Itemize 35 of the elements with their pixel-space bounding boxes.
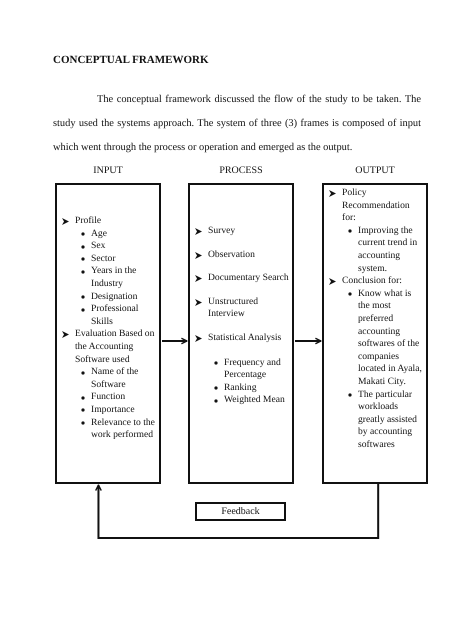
box-label: Feedback <box>221 506 260 517</box>
list-item: Conclusion for: <box>342 275 403 288</box>
list-item: Function <box>91 391 126 404</box>
list-item: Improving the current trend in accounting system. <box>358 224 418 276</box>
list-item: Years in the Industry <box>91 265 138 291</box>
list-item: The particular workloads greatly assisted by accounting softwares <box>358 388 418 452</box>
list-item: Weighted Mean <box>224 394 286 407</box>
list-item: Profile <box>75 215 102 228</box>
list-item: Relevance to the work performed <box>91 416 156 442</box>
list-item: Observation <box>208 248 256 262</box>
list-item: Sex <box>91 240 106 253</box>
list-item: Survey <box>208 225 236 238</box>
list-item: Professional Skills <box>91 303 140 328</box>
list-item: Documentary Search <box>208 272 290 285</box>
list-item: Unstructured Interview <box>208 296 260 321</box>
arrow <box>162 338 188 344</box>
column-heading: INPUT <box>92 165 124 177</box>
list-item: Frequency and Percentage <box>224 356 282 382</box>
list-item: Sector <box>91 252 117 266</box>
feedback-box <box>195 502 286 521</box>
list-item: Evaluation Based on the Accounting Software used <box>75 328 156 366</box>
column-heading: PROCESS <box>218 165 264 177</box>
heading: CONCEPTUAL FRAMEWORK <box>53 54 209 66</box>
list-item: Importance <box>91 404 136 416</box>
list-item: Policy Recommendation for: <box>342 187 411 225</box>
list-item: Statistical Analysis <box>208 332 282 345</box>
paragraph: The conceptual framework discussed the flow of the study to be taken. The study used the systems approach. The system of three (3) frames is composed of input which went through the process or operation and emerged as the output. <box>53 93 421 155</box>
list-item: Designation <box>91 290 138 304</box>
list-item: Know what is the most preferred accounting softwares of the companies located in Ayala, Makati City. <box>358 288 423 388</box>
column-heading: OUTPUT <box>354 165 396 177</box>
list-item: Ranking <box>224 382 258 394</box>
arrow <box>295 338 322 344</box>
list-item: Age <box>91 228 108 240</box>
list-item: Name of the Software <box>91 366 140 392</box>
arrow <box>94 484 380 539</box>
